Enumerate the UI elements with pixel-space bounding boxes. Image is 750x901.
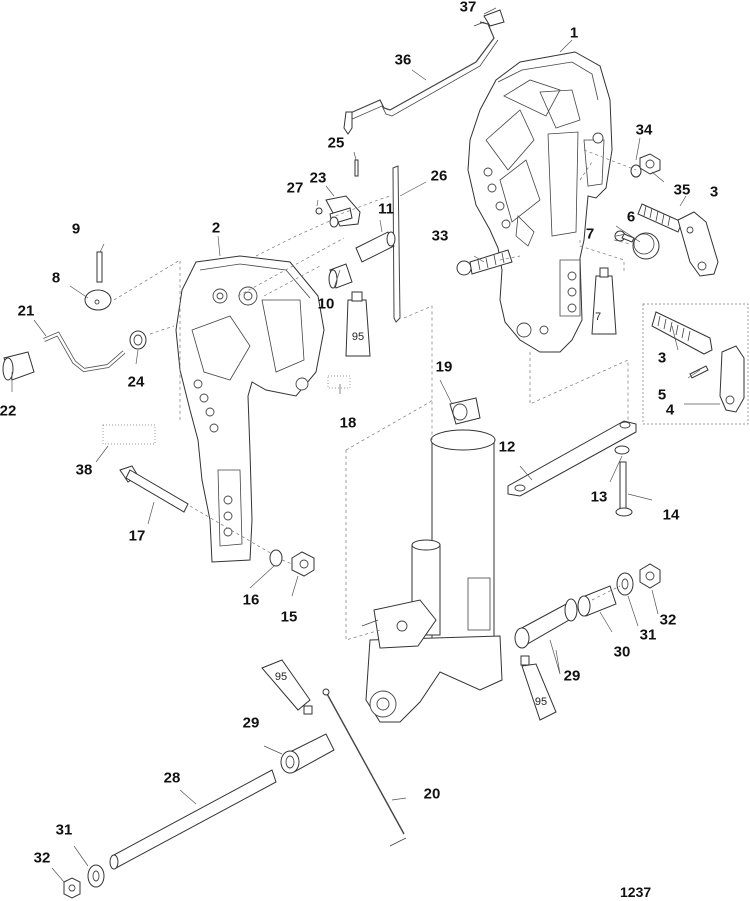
callout-19[interactable]: 19	[435, 358, 453, 376]
callout-11[interactable]: 11	[378, 200, 394, 218]
part-16-washer	[269, 549, 283, 567]
callout-5[interactable]: 5	[657, 386, 667, 404]
part-26-rod	[392, 165, 401, 323]
callout-21[interactable]: 21	[17, 302, 35, 320]
part-8-knob	[84, 289, 112, 311]
callout-8[interactable]: 8	[51, 269, 61, 287]
tube-95-c-label: 95	[274, 671, 288, 683]
kit-box	[642, 303, 749, 425]
part-12-anode-bar	[507, 420, 637, 497]
callout-2[interactable]: 2	[211, 219, 221, 237]
part-33-bolt	[456, 249, 513, 276]
callout-37[interactable]: 37	[459, 0, 477, 16]
callout-9[interactable]: 9	[71, 220, 81, 238]
callout-29-right[interactable]: 29	[563, 667, 581, 685]
callout-10[interactable]: 10	[317, 295, 335, 313]
callout-28[interactable]: 28	[163, 769, 181, 787]
callout-4[interactable]: 4	[665, 401, 675, 419]
part-5-pin-kit	[689, 365, 709, 379]
part-34-washer	[630, 164, 642, 178]
callout-13[interactable]: 13	[590, 488, 608, 506]
part-11-pin	[355, 231, 396, 263]
lubricant-tube-7	[591, 267, 617, 335]
part-31-washer-right	[616, 572, 634, 596]
callout-6[interactable]: 6	[626, 208, 636, 226]
part-29-bushing-bottom	[280, 733, 335, 774]
callout-31-right[interactable]: 31	[639, 626, 657, 644]
part-37-spring	[473, 9, 505, 27]
lubricant-tube-95-a	[345, 291, 371, 357]
part-32-nut-right	[639, 563, 661, 589]
callout-12[interactable]: 12	[498, 438, 516, 456]
part-6-knob-cap	[632, 232, 660, 260]
callout-38[interactable]: 38	[75, 461, 93, 479]
part-19-tilt-cylinder	[361, 397, 503, 723]
part-15-locknut	[291, 551, 315, 577]
part-24-wave-washer	[129, 330, 147, 350]
part-35-nut	[639, 153, 661, 175]
part-14-screw	[615, 461, 633, 517]
figure-number: 1237	[620, 884, 652, 900]
callout-3-lever[interactable]: 3	[709, 183, 719, 201]
part-18-decal	[327, 375, 351, 389]
part-30-bushing	[577, 585, 617, 617]
tube-95-a-label: 95	[351, 331, 365, 343]
alignment-lines	[113, 149, 637, 641]
part-32-nut-bottom	[63, 877, 81, 899]
part-1-swivel-bracket	[467, 51, 613, 353]
tube-7-label: 7	[594, 311, 602, 323]
part-17-bolt	[119, 465, 189, 513]
callout-32-right[interactable]: 32	[659, 611, 677, 629]
callout-29-bottom[interactable]: 29	[242, 714, 260, 732]
callout-18[interactable]: 18	[339, 414, 357, 432]
part-21-lever	[43, 331, 126, 373]
tube-95-b-label: 95	[534, 696, 548, 708]
part-29-bushing-right	[514, 598, 578, 649]
callout-25[interactable]: 25	[327, 134, 345, 152]
part-23-tilt-lock-lever	[325, 195, 361, 228]
callout-1[interactable]: 1	[569, 24, 579, 42]
part-3-spring-lever	[637, 203, 719, 277]
callout-35[interactable]: 35	[673, 181, 691, 199]
callout-30[interactable]: 30	[613, 643, 631, 661]
part-36-tilt-lock-rod	[343, 21, 499, 135]
part-27-nut	[315, 207, 323, 215]
callout-33[interactable]: 33	[431, 227, 449, 245]
callout-34[interactable]: 34	[635, 121, 653, 139]
callout-14[interactable]: 14	[662, 506, 680, 524]
callout-36[interactable]: 36	[394, 51, 412, 69]
part-13-washer	[614, 445, 630, 455]
part-7-screw	[614, 230, 635, 243]
part-3-spring-kit	[651, 311, 713, 355]
callout-22[interactable]: 22	[0, 402, 17, 420]
callout-26[interactable]: 26	[430, 167, 448, 185]
callout-15[interactable]: 15	[280, 608, 298, 626]
callout-32-bottom[interactable]: 32	[33, 849, 51, 867]
part-4-lever-kit	[719, 345, 745, 413]
callout-23[interactable]: 23	[309, 169, 327, 187]
callout-27[interactable]: 27	[286, 179, 304, 197]
part-20-ground-strap	[322, 688, 407, 847]
callout-16[interactable]: 16	[242, 591, 260, 609]
part-28-tilt-tube	[109, 769, 277, 870]
lubricant-tube-95-c	[261, 659, 313, 715]
part-2-clamp-bracket	[175, 255, 325, 563]
part-22-grip	[2, 351, 35, 381]
callout-31-bottom[interactable]: 31	[55, 821, 73, 839]
part-31-washer-bottom	[87, 864, 105, 888]
callout-3-kit[interactable]: 3	[657, 349, 667, 367]
callout-17[interactable]: 17	[128, 527, 146, 545]
leader-lines	[11, 7, 720, 883]
part-10-bushing	[328, 263, 353, 289]
part-25-pin	[354, 159, 359, 177]
callout-24[interactable]: 24	[127, 373, 145, 391]
part-38-decal	[102, 424, 156, 445]
lubricant-tube-95-b	[520, 655, 557, 721]
callout-7[interactable]: 7	[585, 225, 595, 243]
callout-20[interactable]: 20	[423, 785, 441, 803]
part-9-roll-pin	[96, 251, 103, 283]
